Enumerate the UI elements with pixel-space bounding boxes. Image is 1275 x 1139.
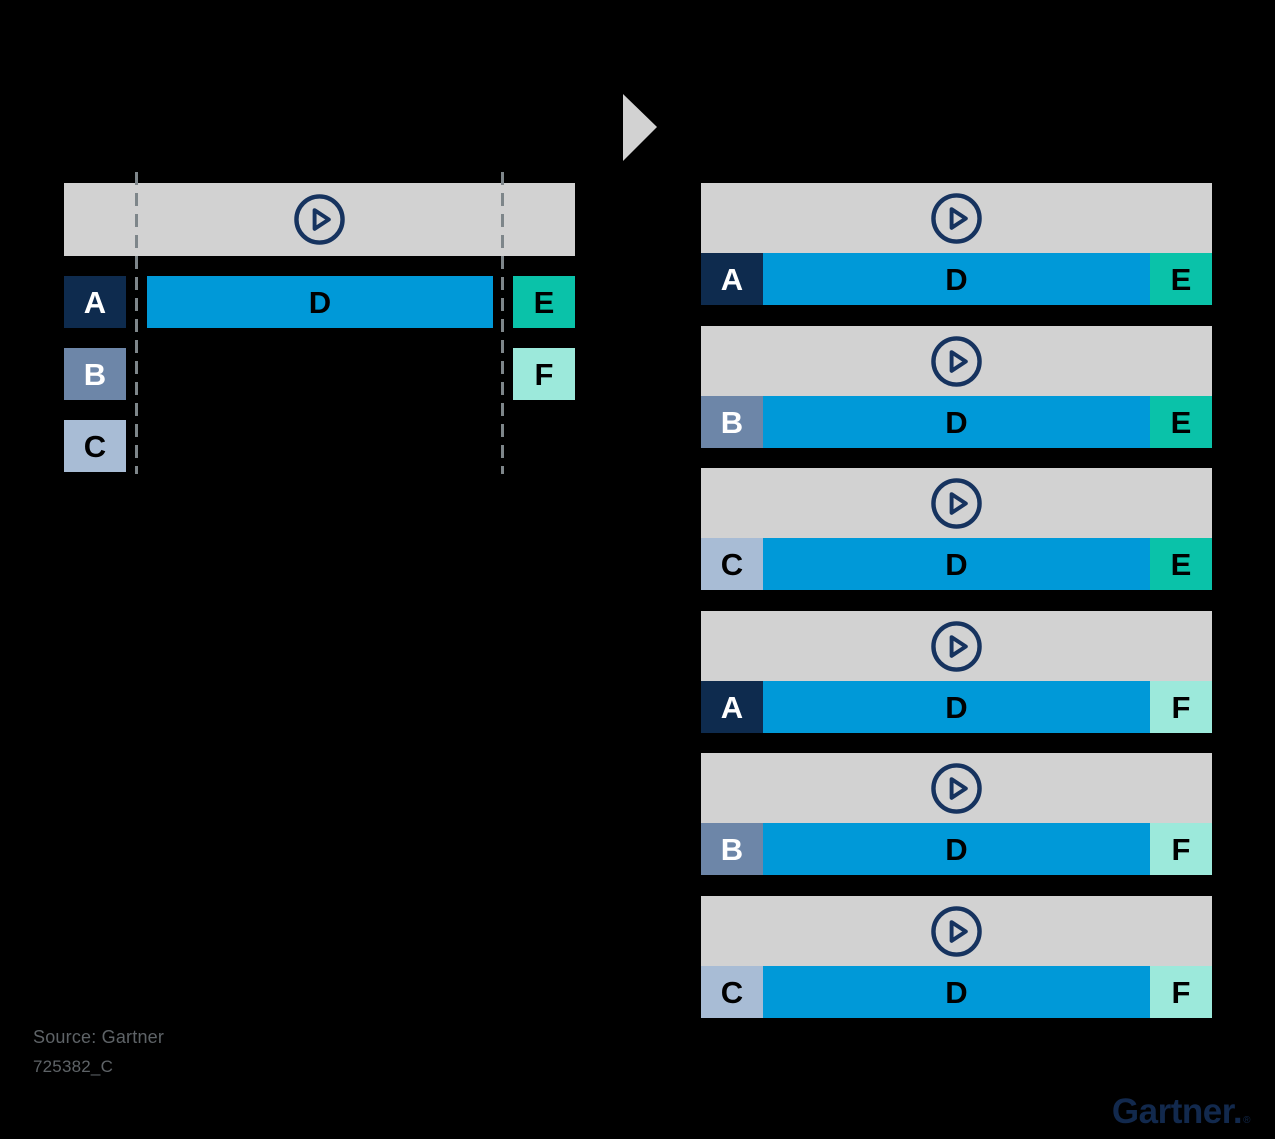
play-icon — [931, 620, 982, 672]
combo-row: C D E — [701, 468, 1212, 590]
block-b: B — [64, 348, 126, 400]
combo-right-block: E — [1150, 538, 1212, 590]
combo-middle-block: D — [763, 253, 1150, 305]
process-track — [701, 468, 1212, 538]
combo-left-block: A — [701, 253, 763, 305]
combo-middle-block: D — [763, 823, 1150, 875]
registered-mark: ® — [1243, 1115, 1250, 1126]
block-e: E — [513, 276, 575, 328]
combo-middle-block: D — [763, 538, 1150, 590]
combo-middle-block: D — [763, 396, 1150, 448]
dashed-guide-line-right — [501, 172, 504, 474]
process-track — [701, 326, 1212, 396]
combo-left-block: B — [701, 823, 763, 875]
combo-right-block: F — [1150, 966, 1212, 1018]
block-a: A — [64, 276, 126, 328]
combo-row: A D F — [701, 611, 1212, 733]
right-arrow-icon — [623, 94, 657, 161]
combo-middle-block: D — [763, 966, 1150, 1018]
dashed-guide-line-left — [135, 172, 138, 474]
left-process-track — [64, 183, 575, 256]
combo-right-block: F — [1150, 681, 1212, 733]
combo-right-block: E — [1150, 396, 1212, 448]
gartner-logo: Gartner.® — [1111, 1092, 1251, 1132]
combo-left-block: C — [701, 538, 763, 590]
combo-left-block: C — [701, 966, 763, 1018]
combo-left-block: B — [701, 396, 763, 448]
combo-row: B D F — [701, 753, 1212, 875]
combo-right-block: E — [1150, 253, 1212, 305]
combo-row: C D F — [701, 896, 1212, 1018]
source-note: Source: Gartner — [33, 1027, 165, 1047]
process-track — [701, 611, 1212, 681]
combo-row: B D E — [701, 326, 1212, 448]
gartner-logo-text: Gartner. — [1111, 1092, 1243, 1131]
play-icon — [294, 194, 345, 245]
process-track — [701, 896, 1212, 966]
process-track — [701, 753, 1212, 823]
process-track — [701, 183, 1212, 253]
play-icon — [931, 762, 982, 814]
block-d: D — [147, 276, 493, 328]
combo-row: A D E — [701, 183, 1212, 305]
play-icon — [931, 335, 982, 387]
combo-right-block: F — [1150, 823, 1212, 875]
block-f: F — [513, 348, 575, 400]
play-icon — [931, 905, 982, 957]
combo-middle-block: D — [763, 681, 1150, 733]
play-icon — [931, 192, 982, 244]
play-icon — [931, 477, 982, 529]
combo-left-block: A — [701, 681, 763, 733]
figure-id: 725382_C — [33, 1057, 114, 1076]
block-c: C — [64, 420, 126, 472]
